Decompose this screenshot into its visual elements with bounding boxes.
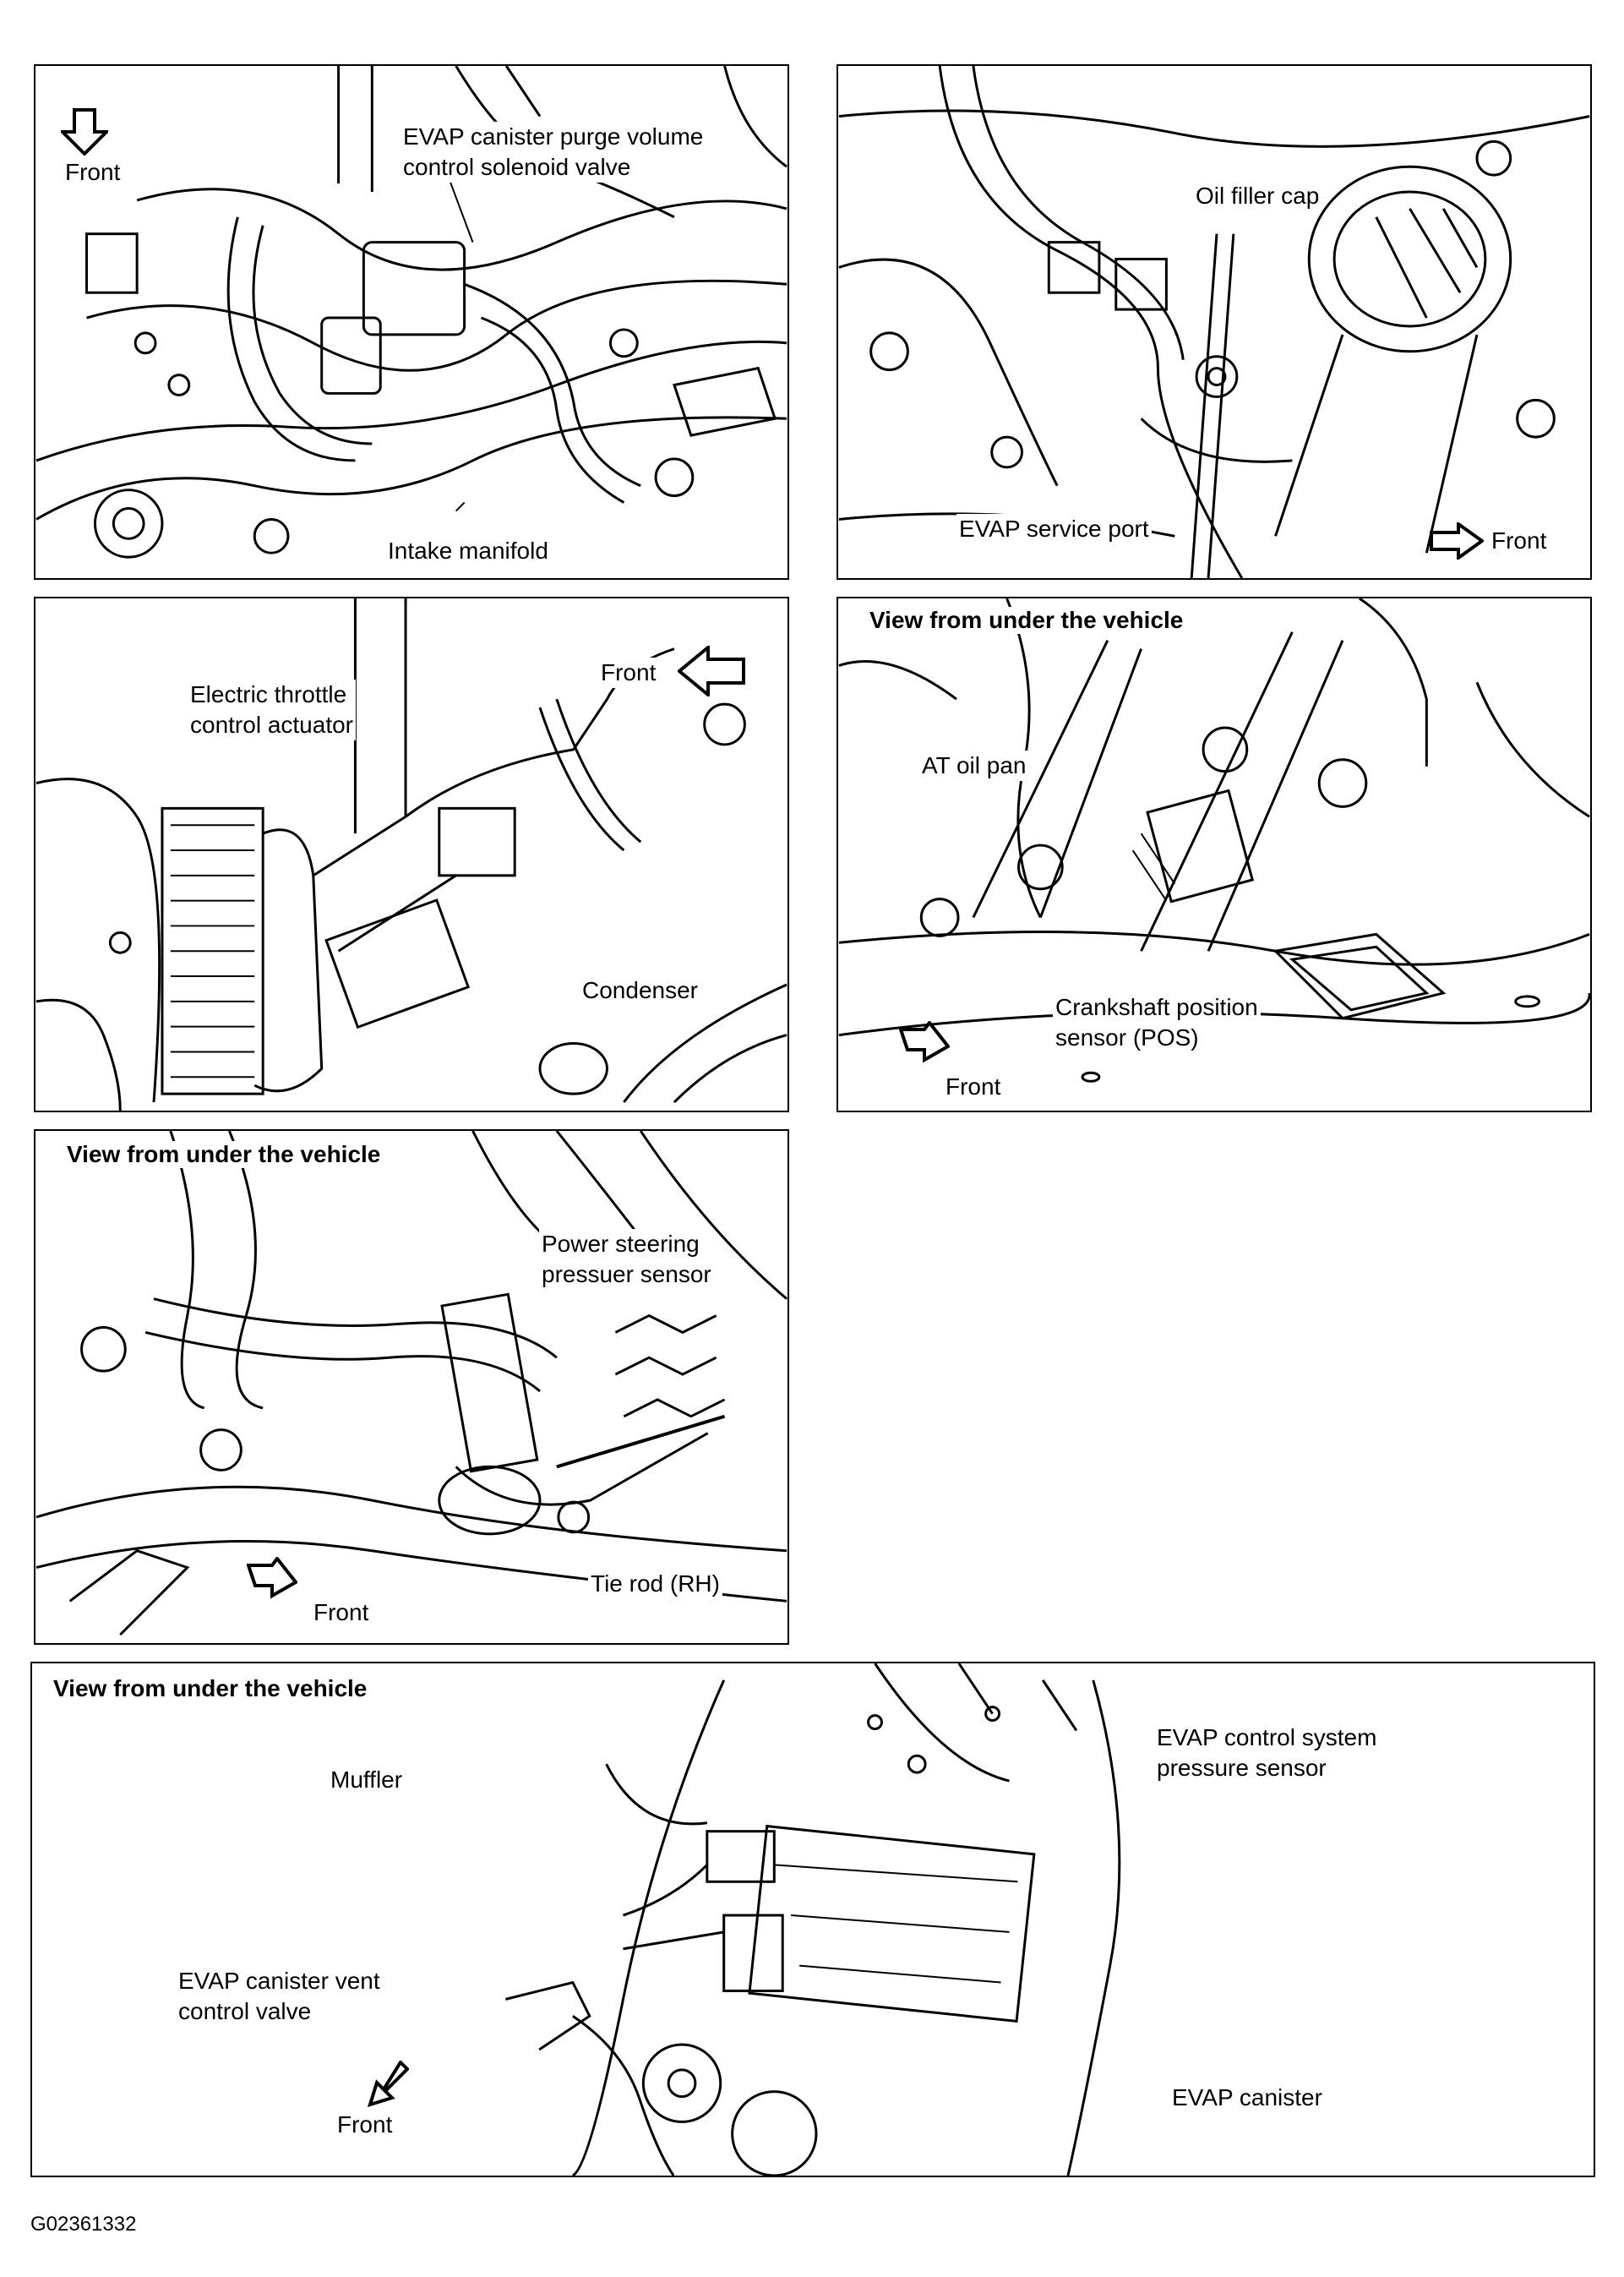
oil-filler-cap-label: Oil filler cap: [1193, 181, 1322, 211]
evap-vent-valve-label: EVAP canister vent control valve: [176, 1966, 383, 2027]
engine-illustration: [35, 1131, 787, 1636]
front-label: Front: [598, 658, 659, 688]
view-header: View from under the vehicle: [867, 607, 1186, 634]
front-arrow-icon: [367, 2059, 410, 2112]
at-oil-pan-label: AT oil pan: [919, 751, 1029, 781]
view-header: View from under the vehicle: [51, 1675, 370, 1702]
front-label: Front: [63, 157, 123, 188]
front-label: Front: [1489, 526, 1550, 556]
panel-crankshaft-sensor: View from under the vehicle AT oil pan C…: [837, 597, 1592, 1112]
front-label: Front: [943, 1072, 1004, 1102]
crankshaft-sensor-label: Crankshaft position sensor (POS): [1053, 992, 1261, 1053]
engine-illustration: [505, 1663, 1121, 2176]
evap-purge-valve-label: EVAP canister purge volume control solen…: [401, 122, 706, 183]
engine-illustration: [838, 598, 1590, 1083]
evap-canister-label: EVAP canister: [1169, 2083, 1325, 2113]
evap-pressure-sensor-label: EVAP control system pressure sensor: [1154, 1723, 1380, 1783]
tie-rod-label: Tie rod (RH): [588, 1569, 722, 1599]
engine-illustration: [838, 66, 1590, 578]
panel-oil-filler-cap: Oil filler cap EVAP service port Front: [837, 64, 1592, 580]
intake-manifold-label: Intake manifold: [385, 536, 551, 566]
evap-service-port-label: EVAP service port: [956, 514, 1152, 544]
panel-evap-purge-valve: Front EVAP canister purge volume control…: [34, 64, 789, 580]
condenser-label: Condenser: [580, 975, 700, 1006]
power-steering-sensor-label: Power steering pressuer sensor: [539, 1229, 714, 1290]
view-header: View from under the vehicle: [64, 1141, 384, 1168]
panel-electric-throttle: Electric throttle control actuator Front…: [34, 597, 789, 1112]
panel-evap-canister: View from under the vehicle Muffler EVAP…: [30, 1662, 1595, 2177]
front-label: Front: [311, 1597, 372, 1628]
engine-illustration: [35, 66, 787, 559]
engine-illustration: [35, 598, 787, 1111]
figure-id: G02361332: [30, 2213, 137, 2236]
electric-throttle-label: Electric throttle control actuator: [188, 680, 356, 740]
front-arrow-icon: [58, 108, 111, 160]
front-arrow-icon: [676, 643, 745, 701]
front-arrow-icon: [246, 1555, 299, 1603]
front-label: Front: [335, 2110, 395, 2140]
front-arrow-icon: [898, 1019, 951, 1068]
muffler-label: Muffler: [328, 1765, 406, 1795]
front-arrow-icon: [1430, 521, 1485, 564]
panel-power-steering-sensor: View from under the vehicle Power steeri…: [34, 1129, 789, 1645]
